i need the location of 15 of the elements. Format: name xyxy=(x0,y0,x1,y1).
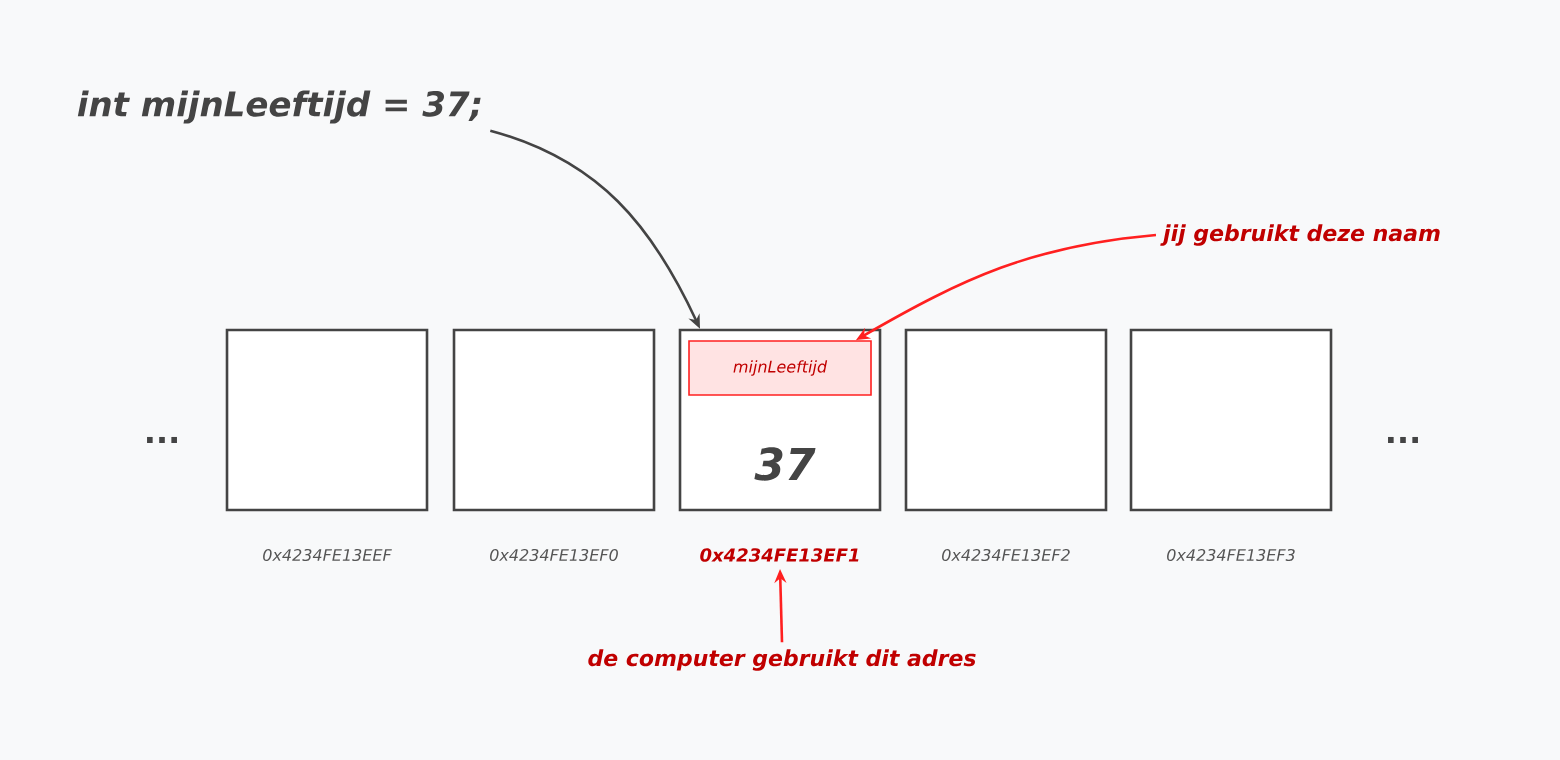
memory-cell xyxy=(904,328,1108,512)
address-label: 0x4234FE13EEF xyxy=(263,548,392,562)
note-text: jij gebruikt deze naam xyxy=(1160,224,1440,246)
memory-cell xyxy=(452,328,656,512)
name-tag: mijnLeeftijd xyxy=(688,340,872,396)
memory-cell xyxy=(225,328,429,512)
memory-cell xyxy=(1129,328,1333,512)
code-text: int mijnLeeftijd = 37; xyxy=(77,90,481,124)
note-text: de computer gebruikt dit adres xyxy=(588,649,976,671)
address-label: 0x4234FE13EF2 xyxy=(942,548,1070,562)
address-label: 0x4234FE13EF1 xyxy=(700,548,859,562)
address-label: 0x4234FE13EF0 xyxy=(490,548,618,562)
ellipsis: ... xyxy=(147,436,177,443)
ellipsis: ... xyxy=(1388,436,1418,443)
address-label: 0x4234FE13EF3 xyxy=(1167,548,1295,562)
